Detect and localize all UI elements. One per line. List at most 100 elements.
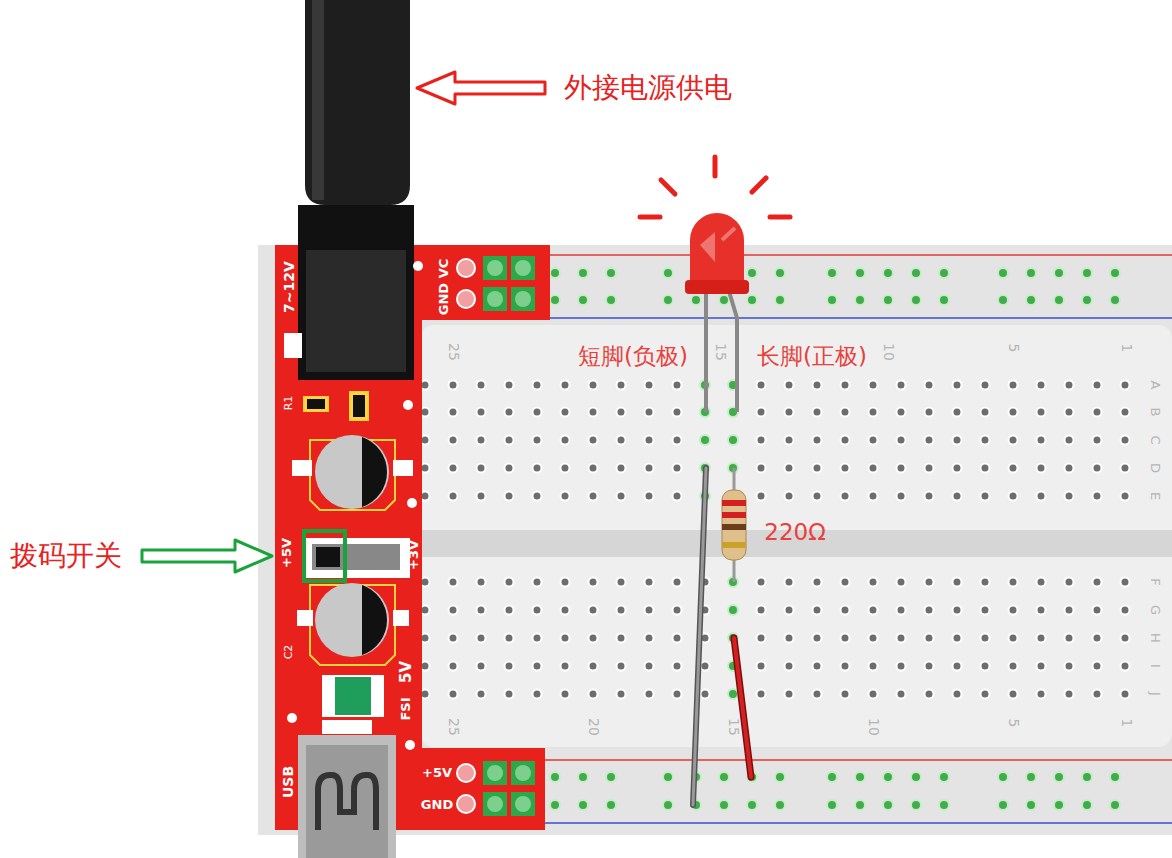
hole — [925, 662, 934, 671]
hole — [883, 268, 893, 278]
hole — [1054, 295, 1064, 305]
hole — [589, 634, 598, 643]
hole — [869, 492, 878, 501]
hole — [841, 408, 850, 417]
hole — [1121, 436, 1130, 445]
hole — [925, 381, 934, 390]
breadboard-index: D — [1148, 463, 1162, 473]
hole — [953, 662, 962, 671]
hole — [505, 464, 514, 473]
hole — [953, 606, 962, 615]
hole — [561, 578, 570, 587]
hole — [505, 690, 514, 699]
hole — [747, 295, 757, 305]
hole — [939, 295, 949, 305]
gnd-wire — [693, 468, 706, 805]
hole — [1009, 578, 1018, 587]
hole — [981, 662, 990, 671]
hole — [1026, 800, 1036, 810]
hole — [1121, 606, 1130, 615]
hole — [561, 690, 570, 699]
hole — [855, 295, 865, 305]
hole — [953, 408, 962, 417]
breadboard-index: 10 — [865, 718, 880, 736]
hole — [1009, 662, 1018, 671]
hole — [449, 662, 458, 671]
hole — [1026, 268, 1036, 278]
hole — [785, 634, 794, 643]
hole — [855, 268, 865, 278]
breadboard-index: A — [1148, 381, 1162, 390]
hole — [757, 690, 766, 699]
hole — [533, 408, 542, 417]
hole — [981, 436, 990, 445]
hole — [883, 772, 893, 782]
breadboard-index: 25 — [445, 718, 460, 736]
resistor-r1 — [307, 399, 325, 409]
hole — [673, 662, 682, 671]
hole — [533, 578, 542, 587]
hole — [645, 634, 654, 643]
hole — [663, 800, 673, 810]
hole — [897, 436, 906, 445]
breadboard-index: F — [1148, 578, 1162, 585]
hole — [1065, 690, 1074, 699]
hole — [617, 408, 626, 417]
hole — [897, 381, 906, 390]
hole — [578, 268, 588, 278]
hole — [617, 436, 626, 445]
hole — [911, 800, 921, 810]
breadboard-index: C — [1148, 435, 1162, 444]
dc-plug — [305, 0, 410, 205]
hole — [673, 464, 682, 473]
hole — [785, 492, 794, 501]
hole — [1009, 436, 1018, 445]
mount-hole — [413, 261, 423, 271]
hole — [897, 690, 906, 699]
hole — [645, 381, 654, 390]
hole — [1054, 772, 1064, 782]
dc-plug — [312, 0, 324, 200]
silkscreen-label: FSI — [399, 697, 413, 720]
hole — [449, 492, 458, 501]
silkscreen-label: 7~12V — [282, 261, 297, 313]
smd-part — [353, 395, 365, 417]
hole — [589, 662, 598, 671]
hole — [505, 606, 514, 615]
hole — [645, 492, 654, 501]
hole — [589, 578, 598, 587]
hole — [1037, 436, 1046, 445]
hole — [897, 606, 906, 615]
hole — [533, 436, 542, 445]
hole — [550, 295, 560, 305]
hole — [869, 408, 878, 417]
hole — [1009, 606, 1018, 615]
hole — [1121, 578, 1130, 587]
callout-text: 拨码开关 — [10, 541, 122, 572]
hole — [841, 492, 850, 501]
usb-port — [298, 720, 396, 858]
hole — [1110, 800, 1120, 810]
hole — [617, 662, 626, 671]
hole — [477, 690, 486, 699]
hole — [785, 606, 794, 615]
hole — [505, 492, 514, 501]
hole — [617, 464, 626, 473]
hole — [1065, 492, 1074, 501]
hole — [953, 381, 962, 390]
hole — [841, 662, 850, 671]
hole — [673, 690, 682, 699]
hole — [477, 436, 486, 445]
hole — [813, 578, 822, 587]
hole — [550, 772, 560, 782]
hole — [578, 295, 588, 305]
hole — [1110, 772, 1120, 782]
hole — [589, 381, 598, 390]
hole — [617, 634, 626, 643]
callout-arrow — [417, 72, 545, 104]
hole — [1037, 634, 1046, 643]
hole — [953, 634, 962, 643]
hole — [827, 772, 837, 782]
hole — [533, 464, 542, 473]
hole — [561, 662, 570, 671]
